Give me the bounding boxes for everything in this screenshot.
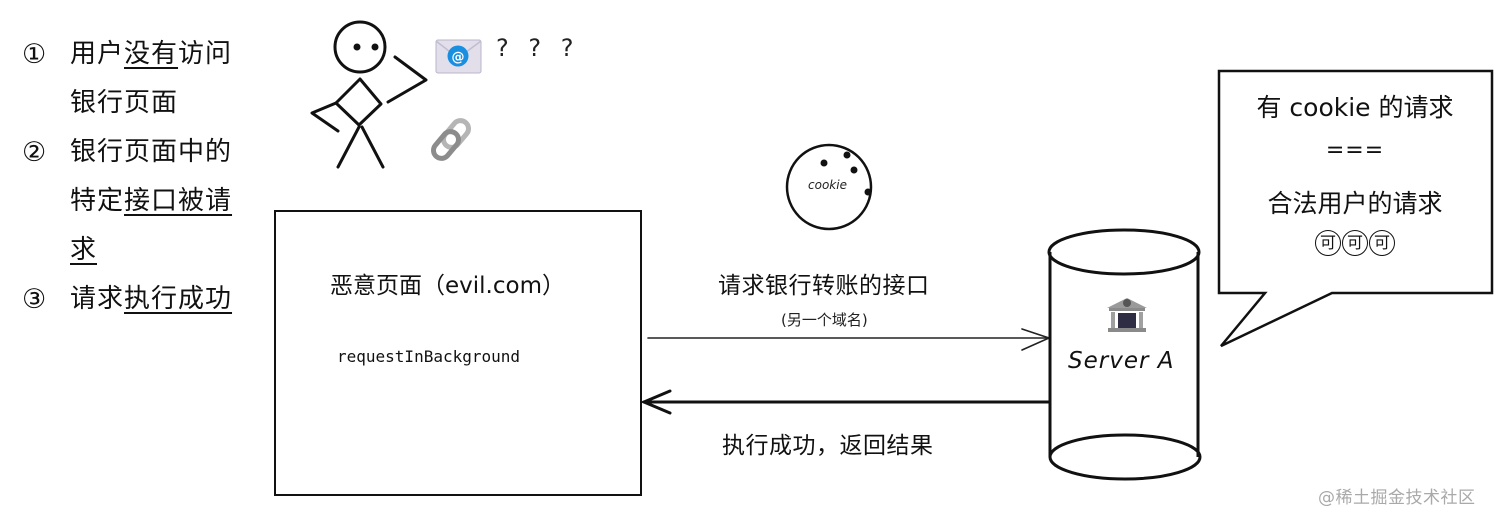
step-text: 银行页面 [70, 88, 179, 118]
circled-badge: 可 [1342, 230, 1368, 256]
step-3: ③ 请求执行成功 [22, 275, 272, 324]
step-text-underlined: 求 [70, 235, 98, 265]
speech-bubble [1217, 69, 1494, 348]
circled-badge: 可 [1315, 230, 1341, 256]
step-2: ② 银行页面中的 特定接口被请 求 [22, 128, 272, 275]
step-text-underlined: 接口被请 [124, 186, 233, 216]
email-icon: @ [435, 39, 482, 74]
bank-icon [1107, 298, 1147, 332]
bubble-line-3: 合法用户的请求 [1267, 189, 1443, 218]
request-label: 请求银行转账的接口 [718, 273, 930, 299]
cookie-label: cookie [808, 178, 847, 192]
stick-figure-icon [310, 20, 428, 169]
step-text: 特定 [70, 186, 125, 216]
steps-list: ① 用户没有访问 银行页面 ② 银行页面中的 特定接口被请 求 ③ 请求执行成功 [22, 30, 272, 324]
step-1: ① 用户没有访问 银行页面 [22, 30, 272, 128]
step-text-underlined: 执行成功 [124, 284, 233, 314]
evil-page-code: requestInBackground [337, 347, 521, 366]
server-cylinder [1047, 228, 1202, 481]
step-number: ③ [22, 284, 47, 315]
watermark: @稀土掘金技术社区 [1318, 488, 1476, 508]
step-text: 银行页面中的 [70, 137, 233, 167]
bubble-line-2: === [1325, 138, 1385, 163]
step-text: 用户 [70, 39, 125, 69]
question-marks: ? ? ? [496, 34, 580, 62]
request-sublabel: (另一个域名) [781, 311, 868, 329]
step-number: ② [22, 137, 47, 168]
evil-page-box [274, 210, 642, 496]
response-arrow [640, 389, 1052, 415]
cookie-icon [785, 143, 873, 231]
step-text: 请求 [70, 284, 125, 314]
link-icon [431, 118, 471, 161]
step-text-underlined: 没有 [124, 39, 179, 69]
response-label: 执行成功，返回结果 [722, 433, 934, 459]
circled-badge: 可 [1369, 230, 1395, 256]
step-text: 访问 [178, 39, 233, 69]
server-label: Server A [1068, 348, 1175, 374]
evil-page-title: 恶意页面（evil.com） [330, 273, 565, 299]
step-number: ① [22, 39, 47, 70]
request-arrow [647, 328, 1052, 351]
svg-text:@: @ [452, 50, 465, 65]
bubble-line-1: 有 cookie 的请求 [1256, 93, 1454, 122]
bubble-badges: 可 可 可 [1218, 230, 1492, 256]
